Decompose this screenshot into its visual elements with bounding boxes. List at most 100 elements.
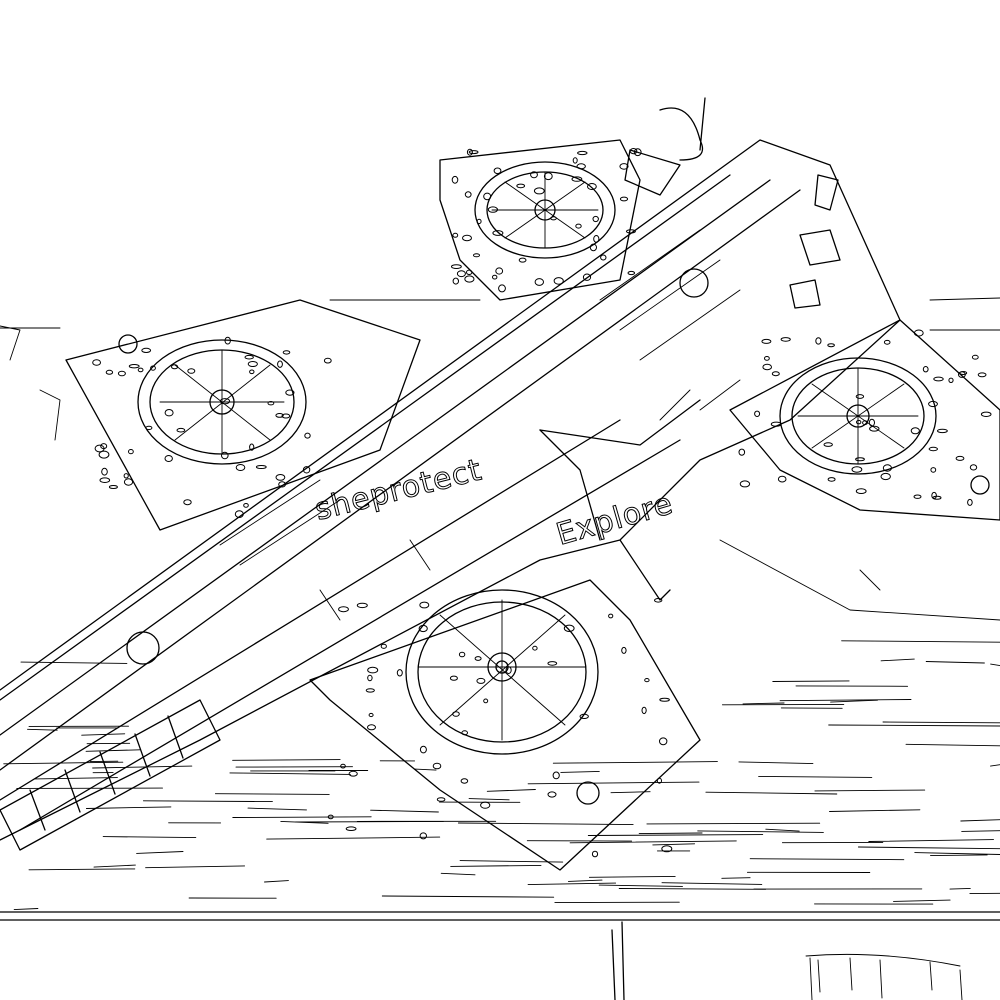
plate-dot [550, 216, 557, 221]
plate-dot [823, 442, 833, 447]
plate-dot [577, 150, 588, 156]
surface-streak [381, 895, 555, 898]
plate-dot [608, 613, 614, 619]
plate-dot [868, 418, 876, 427]
surface-streak [905, 743, 1000, 747]
plate-dot [644, 678, 650, 683]
surface-streak [567, 879, 603, 882]
plate-dot [641, 706, 647, 715]
plate-dot [247, 361, 258, 367]
plate-dot [452, 232, 459, 238]
plate-dot [476, 677, 486, 684]
surface-streak [457, 822, 634, 826]
plate-dot [451, 264, 462, 270]
plate-dot [219, 398, 231, 405]
surface-streak [772, 680, 850, 682]
plate-dot [275, 413, 284, 418]
plate-dot [128, 449, 134, 455]
plate-dot [164, 409, 174, 417]
plate-dot [913, 329, 924, 337]
plate-dot [367, 674, 373, 682]
plate-dot [771, 371, 780, 377]
plate-dot [338, 606, 349, 613]
plate-dot [547, 791, 557, 798]
surface-streak [868, 839, 994, 842]
plate-dot [243, 503, 249, 508]
surface-streak [81, 733, 126, 736]
plate-dot [592, 215, 599, 223]
plate-dot [94, 444, 105, 453]
plate-dot [249, 443, 255, 451]
plate-dot [576, 163, 586, 170]
table-edge [0, 911, 1000, 1000]
plate-dot [656, 777, 663, 784]
surface-streak [638, 832, 703, 835]
plate-dot [883, 339, 891, 345]
plate-dot [869, 425, 880, 432]
plate-dot [913, 494, 922, 499]
plate-dot [498, 284, 506, 293]
plate-dot [579, 713, 589, 720]
plate-dot [492, 230, 504, 236]
plate-dot [922, 366, 929, 373]
surface-streak [697, 830, 824, 833]
plate-dot [862, 420, 868, 426]
surface-streak [721, 877, 751, 879]
surface-streak [742, 702, 785, 705]
plate-dot [815, 337, 822, 345]
plate-dot [547, 661, 558, 666]
surface-streak [370, 809, 439, 813]
surface-streak [560, 770, 600, 773]
plate-dot [739, 480, 751, 488]
surface-streak [295, 820, 444, 823]
surface-streak [414, 768, 437, 771]
surface-streak [93, 864, 136, 868]
plate-dot [327, 814, 334, 820]
surface-streak [440, 872, 476, 876]
plate-dot [619, 163, 629, 170]
plate-dot [304, 432, 311, 439]
plate-dot [593, 235, 600, 243]
plate-dot [285, 389, 295, 396]
plate-dot [762, 363, 773, 371]
plate-dot [176, 427, 186, 433]
plate-dot [575, 223, 582, 229]
plate-dot [101, 467, 108, 476]
rotor-top-left [137, 339, 307, 465]
plate-dot [933, 376, 944, 382]
plate-dot [367, 724, 376, 731]
plate-dot [659, 697, 670, 702]
surface-streak [925, 661, 985, 664]
plate-dot [419, 832, 427, 840]
plate-dot [827, 343, 835, 348]
surface-streak [28, 868, 136, 871]
plate-dot [235, 464, 246, 471]
plate-dot [851, 466, 863, 473]
plate-dot [910, 427, 920, 435]
plate-dot [474, 656, 482, 661]
plate-dot [827, 477, 836, 482]
plate-dot [654, 598, 663, 603]
surface-streak [828, 724, 1000, 727]
surface-streak [486, 789, 536, 792]
plate-dot [99, 477, 111, 484]
plate-dot [380, 643, 387, 649]
plate-dot [458, 651, 466, 658]
plate-dot [967, 498, 973, 506]
plate-dot [323, 357, 332, 364]
surface-streak [779, 699, 912, 702]
surface-streak [830, 699, 878, 703]
plate-dot [462, 234, 472, 242]
surface-streak [229, 772, 351, 775]
plate-dot [105, 369, 114, 375]
plate-dot [476, 218, 482, 225]
surface-streak [459, 860, 564, 863]
rotor-bottom [405, 589, 599, 755]
surface-streak [961, 830, 1000, 832]
surface-streak [618, 888, 767, 890]
surface-streak [145, 865, 246, 869]
plate-dot [275, 474, 286, 481]
surface-streak [3, 761, 124, 765]
plate-dot [958, 371, 966, 378]
